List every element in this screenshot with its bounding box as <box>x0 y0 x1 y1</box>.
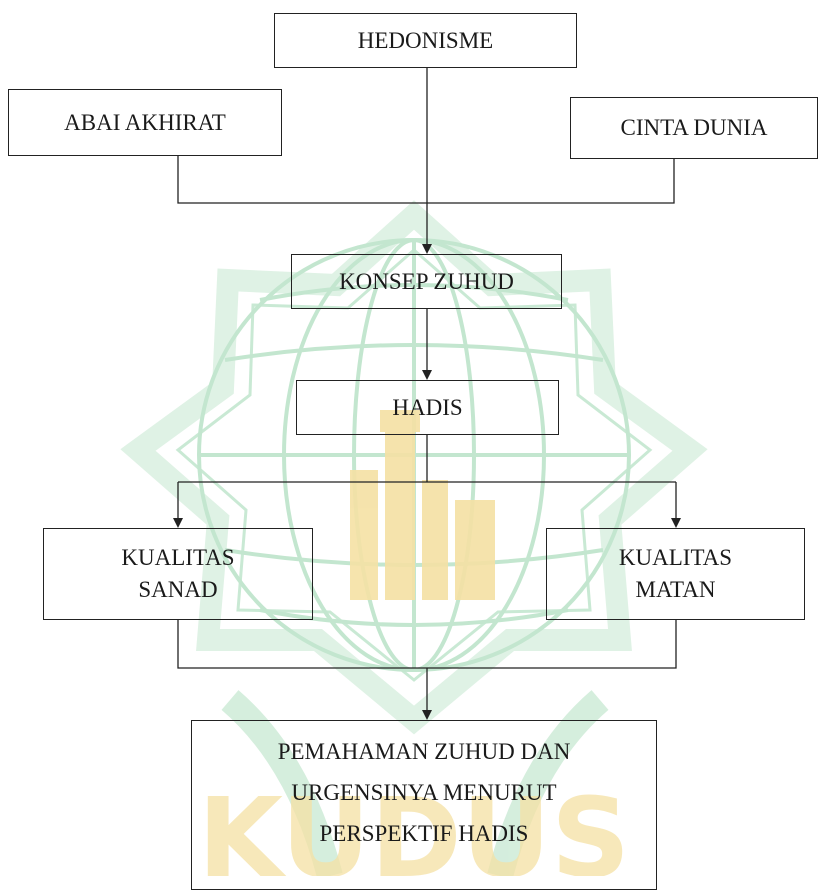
node-cinta-dunia-label: CINTA DUNIA <box>620 115 768 140</box>
svg-text:KUDUS: KUDUS <box>198 774 630 876</box>
edge-abai-akhirat-to-merge <box>177 156 427 204</box>
node-pemahaman-line-1: PEMAHAMAN ZUHUD DAN <box>277 739 571 764</box>
node-hedonisme-label: HEDONISME <box>357 27 494 53</box>
node-kualitas-sanad: KUALITAS SANAD <box>43 528 313 620</box>
node-cinta-dunia: CINTA DUNIA <box>570 97 818 159</box>
node-konsep-zuhud: KONSEP ZUHUD <box>291 254 562 309</box>
node-hedonisme: HEDONISME <box>274 13 577 68</box>
node-pemahaman-zuhud: PEMAHAMAN ZUHUD DAN URGENSINYA MENURUT P… <box>191 720 657 890</box>
node-kualitas-sanad-line-2: SANAD <box>138 577 218 602</box>
node-abai-akhirat-label: ABAI AKHIRAT <box>64 109 226 135</box>
node-pemahaman-line-2: URGENSINYA MENURUT <box>291 780 557 805</box>
node-kualitas-matan-line-2: MATAN <box>635 577 716 602</box>
node-kualitas-sanad-line-1: KUALITAS <box>121 545 235 570</box>
node-kualitas-matan: KUALITAS MATAN <box>546 528 805 620</box>
node-pemahaman-line-3: PERSPEKTIF HADIS <box>319 821 529 846</box>
node-hadis-label: HADIS <box>392 394 463 420</box>
edge-kualitas-sanad-to-merge <box>177 620 677 669</box>
node-kualitas-matan-line-1: KUALITAS <box>618 545 733 570</box>
node-konsep-zuhud-label: KONSEP ZUHUD <box>339 268 514 294</box>
node-abai-akhirat: ABAI AKHIRAT <box>8 89 282 156</box>
node-hadis: HADIS <box>296 380 559 435</box>
edge-cinta-dunia-to-merge <box>427 159 675 204</box>
